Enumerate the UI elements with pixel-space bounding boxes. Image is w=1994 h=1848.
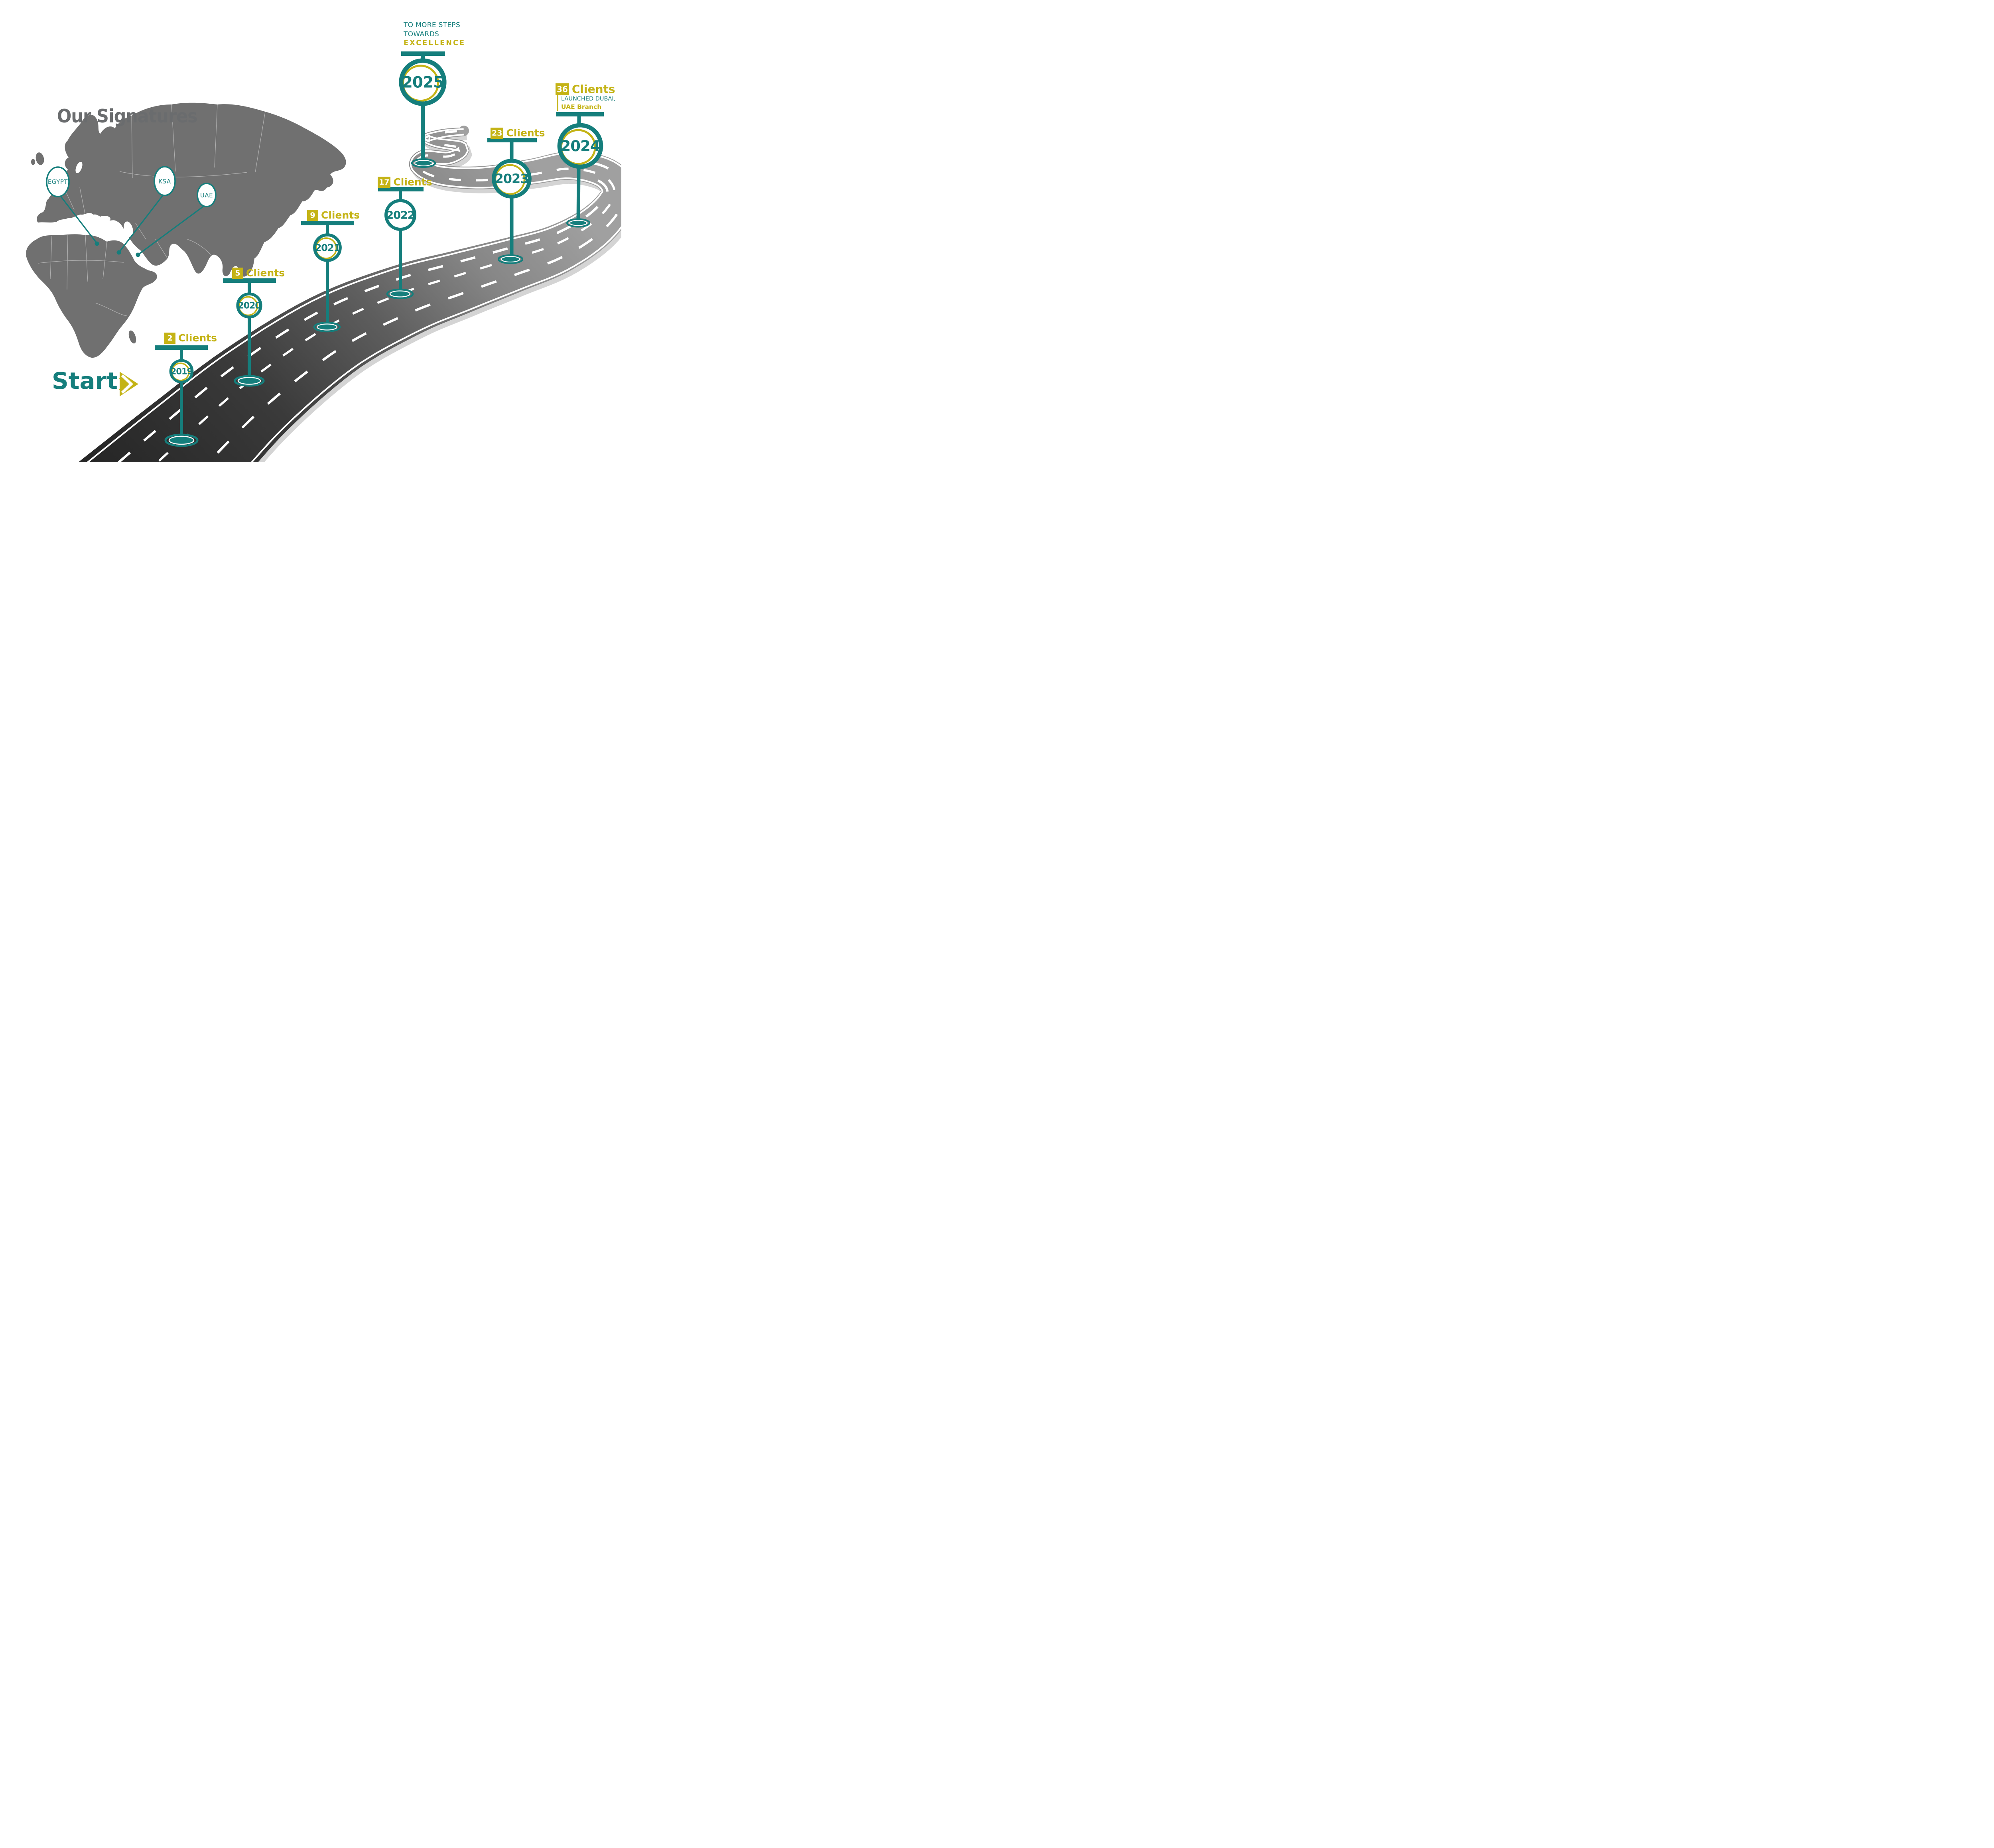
pin-ksa: KSA <box>116 166 176 255</box>
country-borders <box>38 104 266 316</box>
road-point-2025 <box>411 158 436 168</box>
year-circle-2021: 2021 <box>313 233 342 262</box>
uk-island <box>35 152 44 165</box>
year-circle-2022: 2022 <box>384 199 416 231</box>
baltic-sea <box>75 162 83 173</box>
note-accent-bar <box>557 95 558 111</box>
milestone-circles: 2019 2020 2021 2022 20 <box>169 58 603 384</box>
year-circle-2019: 2019 <box>169 359 194 384</box>
clients-word: Clients <box>321 209 360 221</box>
black-sea <box>99 216 110 222</box>
clients-word: Clients <box>246 267 285 279</box>
road-end-cap <box>459 126 469 136</box>
year-circle-2025: 2025 <box>399 58 447 106</box>
pin-uae-label: UAE <box>200 192 213 199</box>
road-surface <box>78 127 621 462</box>
clients-label-2024: 36 Clients <box>556 83 615 96</box>
madagascar-island <box>128 330 136 344</box>
road-edge-line-upper <box>86 128 603 462</box>
clients-word: Clients <box>178 332 217 344</box>
world-map <box>26 102 346 358</box>
clients-label-2023: 23 Clients <box>491 127 545 139</box>
clients-count-badge: 17 <box>378 176 391 188</box>
infographic-canvas: EGYPT KSA UAE <box>0 0 621 462</box>
road-point-2021 <box>313 321 341 333</box>
svg-text:2022: 2022 <box>386 209 414 221</box>
caspian-sea <box>124 221 133 237</box>
clients-count-badge: 5 <box>232 267 243 279</box>
pin-uae: UAE <box>136 183 217 257</box>
clients-label-2021: 9 Clients <box>307 209 360 221</box>
clients-count-badge: 9 <box>307 209 318 221</box>
road-point-2022 <box>386 288 414 299</box>
road-lane-dashes-upper <box>117 176 609 462</box>
note-line-1: LAUNCHED DUBAI, <box>561 96 616 102</box>
message-line-1: TO MORE STEPS <box>404 21 461 29</box>
milestone-2025-message: TO MORE STEPS TOWARDS EXCELLENCE <box>404 21 465 48</box>
africa-silhouette <box>26 234 157 358</box>
clients-label-2020: 5 Clients <box>232 267 285 279</box>
svg-text:2019: 2019 <box>171 366 193 376</box>
clients-count-badge: 23 <box>491 127 504 139</box>
page-title: Our Signatures <box>57 105 198 127</box>
message-line-2: TOWARDS <box>404 30 439 38</box>
clients-word: Clients <box>571 83 615 96</box>
milestone-bars <box>155 51 604 350</box>
clients-label-2019: 2 Clients <box>164 332 217 344</box>
svg-text:2024: 2024 <box>561 138 600 155</box>
ireland-island <box>31 159 35 165</box>
road-lane-dashes-lower <box>207 162 621 462</box>
pin-ksa-label: KSA <box>158 178 171 185</box>
clients-word: Clients <box>393 176 432 188</box>
road-point-2024 <box>566 218 590 228</box>
road-point-2023 <box>497 254 524 264</box>
pin-egypt: EGYPT <box>46 166 99 246</box>
year-circle-2023: 2023 <box>492 159 532 199</box>
pin-egypt-label: EGYPT <box>48 178 68 185</box>
road-point-2020 <box>234 375 265 387</box>
road-point-2019 <box>164 433 199 447</box>
svg-text:2023: 2023 <box>495 171 528 186</box>
svg-text:2025: 2025 <box>402 74 444 92</box>
clients-word: Clients <box>506 127 545 139</box>
note-line-2: UAE Branch <box>561 103 602 110</box>
road-point-markers <box>164 158 590 447</box>
milestone-2024-note: LAUNCHED DUBAI, UAE Branch <box>557 95 615 111</box>
eurasia-silhouette <box>37 102 346 277</box>
clients-count-badge: 2 <box>164 332 175 344</box>
svg-text:2021: 2021 <box>315 242 340 253</box>
scene-graphic: EGYPT KSA UAE <box>26 51 621 462</box>
clients-label-2022: 17 Clients <box>378 176 432 188</box>
message-line-3: EXCELLENCE <box>404 39 466 47</box>
clients-count-badge: 36 <box>556 83 569 95</box>
map-pins: EGYPT KSA UAE <box>46 166 217 257</box>
svg-text:2020: 2020 <box>238 301 261 311</box>
year-circle-2020: 2020 <box>236 292 262 319</box>
start-chevron-icon <box>119 372 138 396</box>
road-center-dashes <box>156 130 616 462</box>
year-circle-2024: 2024 <box>557 123 603 169</box>
start-label: Start <box>52 367 118 394</box>
